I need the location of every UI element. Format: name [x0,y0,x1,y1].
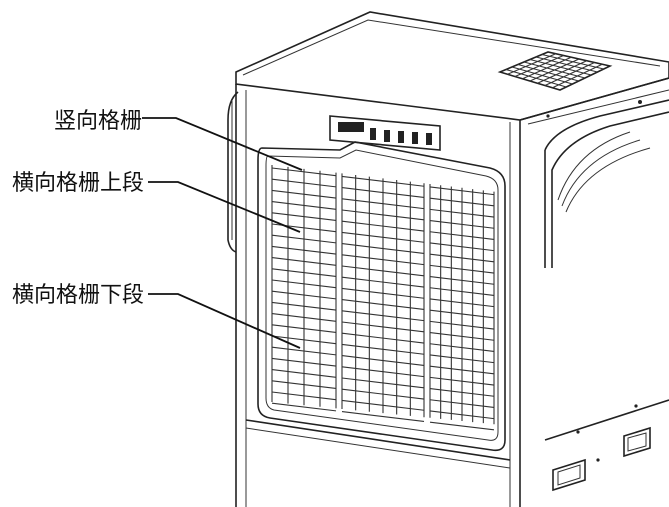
front-grille-frame [245,141,511,469]
leader-line-vertical-louver [142,117,303,171]
louver-grid [271,165,495,431]
callout-horizontal-louver-upper: 横向格栅上段 [12,171,301,233]
leader-line-horizontal-louver-lower [148,293,301,349]
vent-slat [544,62,595,86]
display-window [338,122,364,132]
callout-horizontal-louver-lower: 横向格栅下段 [12,283,301,349]
vent-slat [537,60,587,84]
callout-label-horizontal-louver-lower: 横向格栅下段 [12,283,144,308]
callout-label-vertical-louver: 竖向格栅 [54,109,142,134]
side-handhold-upper [623,426,651,458]
callout-vertical-louver: 竖向格栅 [54,109,303,171]
callout-label-horizontal-louver-upper: 横向格栅上段 [12,171,144,196]
leader-line-horizontal-louver-upper [148,181,301,233]
top-vent-grille [497,51,613,91]
top-lid [235,11,669,121]
vent-slat [535,56,598,73]
right-side-handle [544,99,669,268]
horizontal-slat [341,411,425,422]
cooler-unit [227,11,669,507]
vent-slat [529,58,592,76]
vent-slat [529,58,580,82]
left-handle [227,91,239,253]
side-handhold-lower [552,458,586,492]
horizontal-slat [429,421,495,431]
horizontal-slat [271,402,337,412]
vent-slat [541,53,604,70]
vent-slat [552,63,603,89]
control-panel [329,115,441,151]
